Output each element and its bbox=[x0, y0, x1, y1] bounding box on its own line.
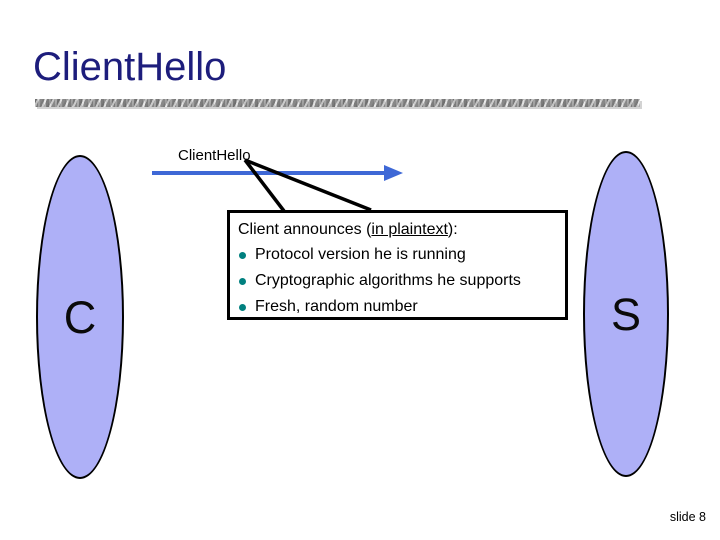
server-ellipse: S bbox=[583, 151, 669, 477]
bullet-text: Protocol version he is running bbox=[255, 246, 466, 263]
message-arrow-line bbox=[152, 171, 384, 175]
callout-intro-prefix: Client announces ( bbox=[238, 221, 372, 238]
bullet-text: Fresh, random number bbox=[255, 298, 418, 315]
callout-intro: Client announces (in plaintext): bbox=[238, 217, 557, 242]
bullet-dot-icon bbox=[239, 277, 246, 285]
slide-title: ClientHello bbox=[33, 45, 227, 89]
callout-bullet: Fresh, random number bbox=[238, 294, 557, 320]
client-label: C bbox=[63, 291, 97, 343]
bullet-dot-icon bbox=[239, 251, 246, 259]
callout-intro-suffix: ): bbox=[447, 221, 458, 238]
callout-bullet-list: Protocol version he is running Cryptogra… bbox=[238, 242, 557, 320]
bullet-dot-icon bbox=[239, 303, 246, 311]
callout-bullet: Cryptographic algorithms he supports bbox=[238, 268, 557, 294]
client-ellipse: C bbox=[36, 155, 124, 479]
divider-bar bbox=[35, 99, 640, 107]
message-label: ClientHello bbox=[178, 147, 251, 164]
callout-box: Client announces (in plaintext): Protoco… bbox=[227, 210, 568, 320]
server-label: S bbox=[610, 288, 641, 340]
bullet-text: Cryptographic algorithms he supports bbox=[255, 272, 521, 289]
callout-bullet: Protocol version he is running bbox=[238, 242, 557, 268]
message-arrow-head-icon bbox=[384, 165, 403, 181]
callout-intro-underlined: in plaintext bbox=[371, 221, 448, 238]
slide-number: slide 8 bbox=[669, 510, 706, 524]
